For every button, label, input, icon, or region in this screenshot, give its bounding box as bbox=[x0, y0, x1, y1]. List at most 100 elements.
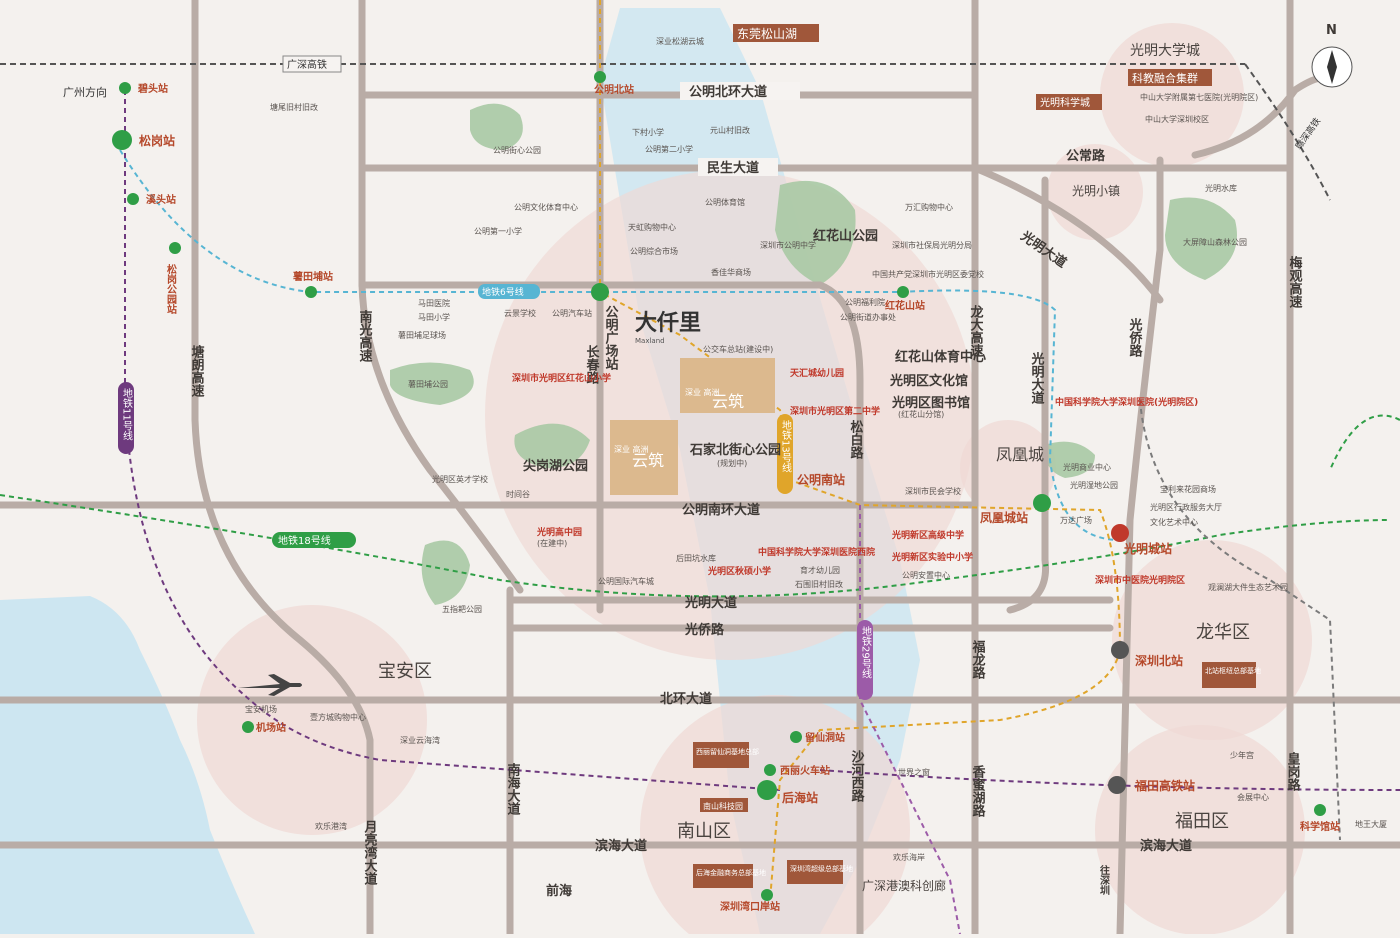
station-honghuashan: 红花山站 bbox=[885, 299, 925, 312]
sea-area bbox=[0, 596, 255, 934]
compass-label: N bbox=[1326, 23, 1337, 38]
poi-diwang: 地王大厦 bbox=[1355, 819, 1387, 829]
road-nanguang: 南光高速 bbox=[357, 309, 374, 363]
poi-gm-bus: 公明汽车站 bbox=[552, 308, 592, 318]
road-yueliangwan: 月亮湾大道 bbox=[362, 820, 379, 886]
poi-gm-gov: 光明区行政服务大厅 bbox=[1150, 502, 1222, 512]
poi-tianhong: 天虹购物中心 bbox=[628, 222, 676, 232]
compass: N bbox=[1311, 23, 1353, 88]
poi-world-window: 世界之窗 bbox=[898, 767, 930, 777]
station-bigang: 碧头站 bbox=[137, 82, 168, 95]
road-guangqiao-h: 光侨路 bbox=[684, 622, 725, 638]
poi-mall-gm: 光明商业中心 bbox=[1063, 462, 1111, 472]
project-marker[interactable]: 大仟里 Maxland 云筑 深业 高洲 云筑 深业 高洲 bbox=[610, 311, 775, 495]
poi-houhai-finance: 后海金融商务总部基地 bbox=[696, 868, 766, 877]
poi-guanlan: 观澜湖大件生态艺术园 bbox=[1208, 582, 1288, 592]
poi-wanhui: 万汇购物中心 bbox=[905, 202, 953, 212]
project-sub: Maxland bbox=[635, 337, 665, 345]
station-xili-small: 西丽火车站 bbox=[780, 764, 830, 777]
poi-gm-xinqu-high: 光明新区高级中学 bbox=[891, 529, 964, 541]
area-dongguan: 东莞松山湖 bbox=[737, 26, 797, 41]
poi-matian-hospital: 马田医院 bbox=[418, 298, 450, 308]
project-name: 大仟里 bbox=[635, 311, 701, 336]
yunzhu-tag-1: 深业 高洲 bbox=[685, 387, 720, 397]
rail-metro18: 地铁18号线 bbox=[278, 534, 331, 547]
district-longhua: 龙华区 bbox=[1196, 622, 1250, 643]
houhai-finance-badge bbox=[693, 864, 753, 888]
poi-shutianpu-park: 薯田埔公园 bbox=[408, 379, 448, 389]
road-guangqiao-v: 光侨路 bbox=[1127, 317, 1144, 357]
phoenix-circle bbox=[960, 420, 1056, 516]
poi-gm-street-office: 公明街道办事处 bbox=[840, 312, 896, 322]
poi-shenye-yunhai: 深业云海湾 bbox=[400, 735, 440, 745]
station-fenghuang: 凤凰城站 bbox=[980, 510, 1028, 525]
shenzhenwan-hq-badge bbox=[787, 860, 843, 884]
rail-metro6: 地铁6号线 bbox=[482, 286, 524, 298]
poi-shijiabei-tag: (规划中) bbox=[717, 458, 747, 468]
road-shahexi: 沙河西路 bbox=[849, 750, 865, 802]
metro13-badge bbox=[777, 414, 793, 494]
poi-ucas-hospital: 中国科学院大学深圳医院西院 bbox=[758, 546, 875, 558]
metro-ne-line bbox=[1329, 414, 1400, 471]
road-bg-minsheng bbox=[698, 158, 778, 176]
road-gongming-north-ring: 公明北环大道 bbox=[689, 84, 767, 100]
station-guangming-hsr: 光明城站 bbox=[1123, 541, 1172, 556]
poi-huanle-port: 欢乐港湾 bbox=[315, 821, 347, 831]
yunzhu-label-1: 云筑 bbox=[712, 392, 744, 411]
road-beihuan: 北环大道 bbox=[660, 691, 712, 707]
station-gongming-north: 公明北站 bbox=[594, 83, 634, 96]
area-guangming-town: 光明小镇 bbox=[1072, 184, 1120, 198]
poi-gm-library-tag: (红花山分馆) bbox=[898, 409, 944, 419]
poi-songgang-yuncheng: 深业松湖云城 bbox=[656, 36, 704, 46]
metro18-badge bbox=[272, 532, 356, 548]
station-songgang-park: 松岗公园站 bbox=[165, 263, 177, 315]
road-guangming-ave-h: 光明大道 bbox=[684, 595, 737, 611]
poi-gm-minhui: 深圳市民会学校 bbox=[905, 486, 961, 496]
station-songgang: 松岗站 bbox=[139, 133, 175, 148]
poi-gm-reservoir: 光明水库 bbox=[1205, 183, 1237, 193]
east-grey-line bbox=[1139, 399, 1341, 841]
poi-wetland: 光明湿地公园 bbox=[1070, 480, 1118, 490]
poi-zhongke-hospital: 中国科学院大学深圳医院(光明院区) bbox=[1055, 396, 1198, 408]
road-gongming-south-ring: 公明南环大道 bbox=[682, 502, 760, 518]
poi-gm-xinqu-exp: 光明新区实验中小学 bbox=[891, 551, 973, 563]
road-binhai-e: 滨海大道 bbox=[1140, 838, 1192, 854]
pois: 深业松湖云城 下村小学 元山村旧改 公明第二小学 塘尾旧村旧改 公明街心公园 公… bbox=[245, 36, 1387, 888]
poi-honghuashan-gym: 红花山体育中心 bbox=[895, 349, 986, 365]
area-guangming-univ: 光明大学城 bbox=[1130, 43, 1200, 59]
poi-gm-housing: 公明安置中心 bbox=[902, 570, 950, 580]
poi-baolai: 宝利来花园商场 bbox=[1160, 484, 1216, 494]
station-futian-hsr: 福田高铁站 bbox=[1134, 778, 1195, 793]
road-minsheng: 民生大道 bbox=[707, 160, 759, 176]
station-liuxiandong: 留仙洞站 bbox=[805, 731, 845, 744]
metro11-badge bbox=[118, 382, 134, 454]
parks bbox=[390, 103, 1237, 605]
poi-gm-complex: 公明综合市场 bbox=[630, 246, 678, 256]
metro29-line bbox=[859, 505, 961, 935]
poi-gm-culture: 公明文化体育中心 bbox=[514, 202, 578, 212]
poi-houtian: 后田坑水库 bbox=[676, 553, 716, 563]
poi-xiacun-primary: 下村小学 bbox=[632, 127, 664, 137]
yunzhu-block-2 bbox=[610, 420, 678, 495]
district-nanshan: 南山区 bbox=[677, 821, 731, 842]
road-meiguan: 梅观高速 bbox=[1287, 255, 1303, 309]
poi-gm-bus-hub: 公交车总站(建设中) bbox=[703, 344, 773, 354]
road-nanhai: 南海大道 bbox=[505, 762, 521, 816]
longhua-circle bbox=[1112, 540, 1312, 740]
yunzhu-block-1 bbox=[680, 358, 775, 413]
metro18-line bbox=[0, 494, 1391, 598]
poi-yunjing: 云景学校 bbox=[504, 308, 536, 318]
road-wangfu: 往深圳 bbox=[1098, 864, 1110, 896]
airplane-icon bbox=[238, 674, 302, 696]
station-shenzhen-north: 深圳北站 bbox=[1135, 653, 1183, 668]
road-xiangmihu: 香蜜湖路 bbox=[970, 764, 987, 817]
area-keji: 科教融合集群 bbox=[1132, 71, 1198, 85]
poi-baoan-airport: 宝安机场 bbox=[245, 704, 277, 714]
road-qianhai: 前海 bbox=[546, 883, 572, 899]
road-longda: 龙大高速 bbox=[968, 304, 984, 358]
metro29-badge bbox=[857, 620, 873, 700]
poi-tianhui-kg: 天汇城幼儿园 bbox=[790, 367, 844, 379]
futian-circle bbox=[1095, 725, 1305, 935]
